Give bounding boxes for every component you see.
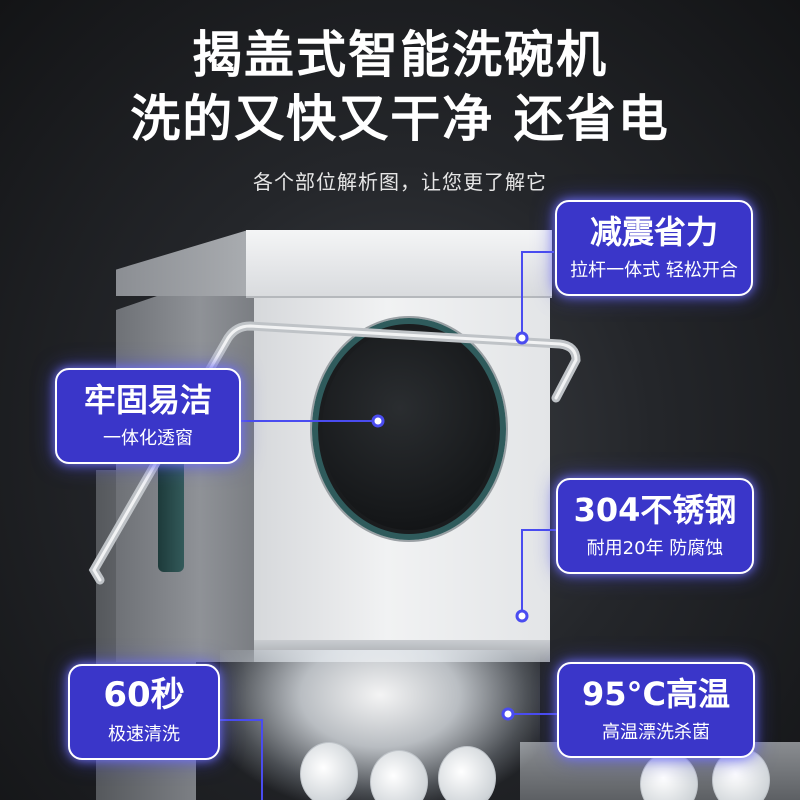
viewing-window	[312, 318, 506, 540]
feature-card-sturdy-window: 牢固易洁 一体化透窗	[55, 368, 241, 464]
feature-card-fast-wash: 60秒 极速清洗	[68, 664, 220, 760]
feature-title: 减震省力	[589, 213, 718, 251]
callout-line-1	[521, 251, 554, 338]
feature-title: 牢固易洁	[83, 381, 212, 419]
machine-top-cover	[246, 230, 552, 298]
feature-card-shock-absorb: 减震省力 拉杆一体式 轻松开合	[555, 200, 753, 296]
plate-image	[438, 746, 496, 800]
feature-card-high-temp: 95°C高温 高温漂洗杀菌	[557, 662, 755, 758]
callout-dot-2	[371, 414, 385, 428]
feature-title: 95°C高温	[581, 675, 731, 713]
feature-desc: 一体化透窗	[103, 428, 193, 449]
headline-line-1: 揭盖式智能洗碗机	[192, 26, 608, 84]
callout-dot-3	[515, 609, 529, 623]
feature-card-stainless-steel: 304不锈钢 耐用20年 防腐蚀	[556, 478, 754, 574]
callout-line-3	[521, 529, 556, 616]
feature-title: 304不锈钢	[573, 491, 737, 529]
feature-desc: 拉杆一体式 轻松开合	[570, 260, 738, 281]
headline-line-2: 洗的又快又干净 还省电	[130, 90, 670, 148]
feature-desc: 极速清洗	[108, 724, 180, 745]
callout-dot-1	[515, 331, 529, 345]
handle-grip	[158, 450, 184, 572]
subtitle: 各个部位解析图，让您更了解它	[253, 170, 547, 194]
feature-title: 60秒	[103, 675, 185, 715]
feature-desc: 耐用20年 防腐蚀	[586, 538, 724, 559]
feature-desc: 高温漂洗杀菌	[602, 722, 710, 743]
plate-image	[640, 752, 698, 800]
callout-dot-5	[501, 707, 515, 721]
plate-image	[300, 742, 358, 800]
callout-line-4	[220, 719, 263, 800]
